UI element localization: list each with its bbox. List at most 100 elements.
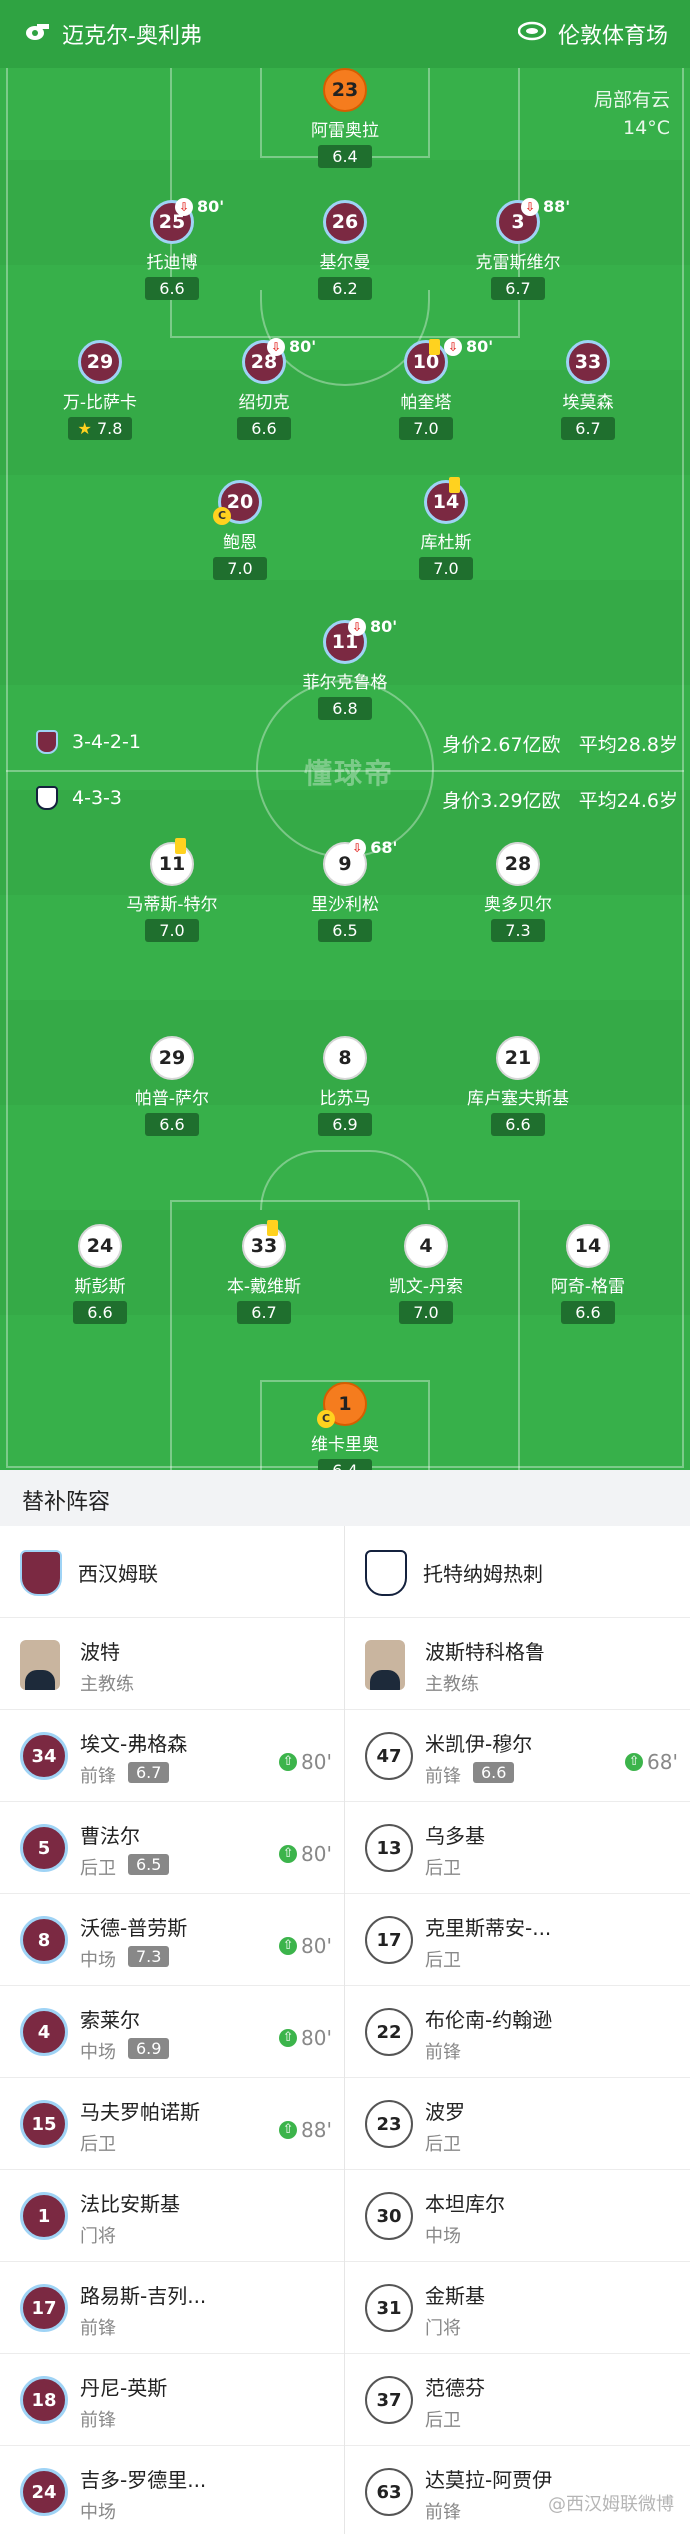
yellow-card-icon [175,838,187,854]
player-number: 29 [158,1047,186,1069]
away-team-info: 4-3-3 身价3.29亿欧 平均24.6岁 [0,780,690,820]
player-number: 28 [250,351,278,373]
player-number-disc: 23 [323,68,367,112]
player-rating-value: 7.3 [505,921,531,940]
sub-player-name: 马夫罗帕诺斯 [80,2100,200,2124]
sub-player-position: 前锋 [425,1766,461,1787]
player-number: 14 [574,1235,602,1257]
yellow-card-icon [267,1220,279,1236]
player-name: 库卢塞夫斯基 [467,1089,569,1109]
player-rating: 6.4 [318,1459,372,1470]
player-marker[interactable]: 1C维卡里奥6.4 [260,1382,430,1470]
sub-player-rating: 7.3 [128,1946,170,1967]
sub-player-name: 金斯基 [425,2284,485,2308]
player-rating: 6.8 [318,697,372,720]
player-rating-value: 6.7 [251,1303,277,1322]
player-name: 托迪博 [146,253,198,273]
home-team-row[interactable]: 西汉姆联 [0,1526,344,1618]
sub-player-position: 后卫 [80,1858,116,1879]
player-number: 29 [86,351,114,373]
sub-player-position: 后卫 [425,2410,461,2431]
player-number: 10 [412,351,440,373]
sub-out-minute: 80' [370,617,398,636]
player-number-disc: 37 [365,2376,413,2424]
player-event-marks: ⇩68' [348,838,397,857]
player-number-disc: 17 [20,2284,68,2332]
weibo-watermark: @西汉姆联微博 [548,2494,674,2515]
player-name: 菲尔克鲁格 [302,673,388,693]
player-name: 帕奎塔 [400,393,452,413]
away-coach-role: 主教练 [425,1674,479,1695]
player-rating-value: 6.6 [575,1303,601,1322]
sub-out-icon: ⇩ [267,337,286,356]
player-rating: 6.9 [318,1113,372,1136]
home-formation: 3-4-2-1 [72,731,141,753]
sub-player-position: 前锋 [80,1766,116,1787]
whistle-icon [24,21,50,47]
home-coach-row[interactable]: 波特 主教练 [0,1618,344,1710]
player-number-disc: 14 [424,477,468,524]
sub-player-name: 沃德-普劳斯 [80,1916,188,1940]
dongqiudi-watermark: 懂球帝 [304,757,395,790]
player-name: 鲍恩 [223,533,257,553]
player-rating-value: 6.7 [505,279,531,298]
away-team-row[interactable]: 托特纳姆热刺 [345,1526,690,1618]
player-rating-value: 7.0 [433,559,459,578]
sub-in-minute: 80' [301,1750,332,1774]
player-number-disc: 28 [496,842,540,886]
player-marker[interactable]: 11⇩80' 菲尔克鲁格 6.8 [260,617,430,720]
away-formation: 4-3-3 [72,787,122,809]
sub-in-info: ⇧80' [279,1842,332,1866]
player-number-disc: 11⇩80' [323,617,397,664]
sub-player-name: 埃文-弗格森 [80,1732,188,1756]
player-name: 克雷斯维尔 [475,253,561,273]
away-coach-row[interactable]: 波斯特科格鲁 主教练 [345,1618,690,1710]
sub-out-minute: 80' [289,337,317,356]
sub-in-icon: ⇧ [279,1845,298,1863]
player-number: 4 [419,1235,433,1257]
sub-player-position: 前锋 [80,2410,116,2431]
match-header-bar: 迈克尔-奥利弗 伦敦体育场 [0,0,690,68]
